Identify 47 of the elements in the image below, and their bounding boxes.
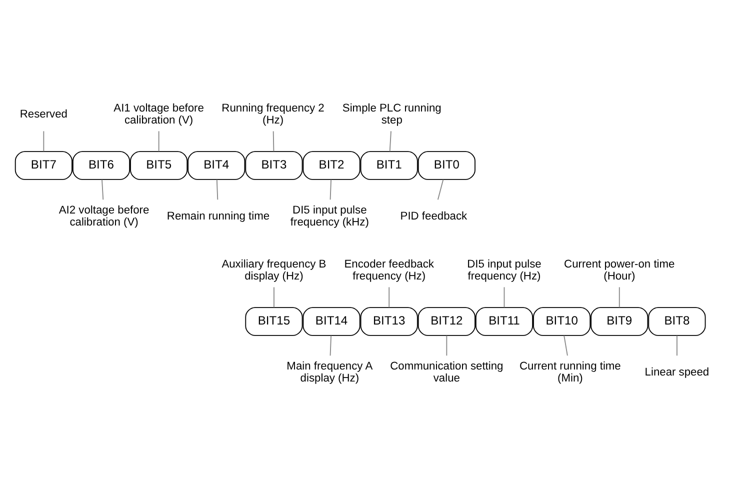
connector [618, 286, 620, 308]
node-text: Running frequency 2 (Hz) [222, 102, 324, 126]
node-box: BIT12 [418, 306, 476, 336]
node-box: BIT2 [302, 150, 360, 180]
node-text: Linear speed [644, 366, 710, 378]
connector [504, 286, 505, 308]
node-box: BIT8 [648, 306, 706, 336]
node-box: BIT10 [533, 306, 591, 336]
node-box: BIT11 [475, 306, 534, 336]
connector [43, 130, 44, 152]
node-text: AI2 voltage before calibration (V) [58, 204, 150, 228]
node-text: Auxiliary frequency B display (Hz) [222, 258, 326, 282]
connector [158, 130, 160, 152]
connector [388, 286, 390, 308]
node-box: BIT5 [130, 150, 188, 180]
node-box: BIT14 [302, 306, 360, 336]
connector [446, 334, 448, 356]
node-text: PID feedback [400, 210, 468, 222]
connector [389, 130, 392, 152]
connector [437, 178, 444, 200]
node-text: Remain running time [166, 210, 270, 222]
node-box: BIT0 [418, 150, 476, 180]
node-text: Main frequency A display (Hz) [286, 360, 373, 384]
node-text: Communication setting value [390, 360, 504, 384]
connector [676, 334, 678, 356]
connector [330, 178, 332, 200]
node-text: Encoder feedback frequency (Hz) [344, 258, 434, 282]
connector [272, 130, 274, 152]
connector [564, 334, 568, 356]
node-box: BIT6 [72, 150, 130, 180]
node-box: BIT15 [245, 306, 303, 336]
node-box: BIT3 [245, 150, 303, 180]
node-box: BIT4 [188, 150, 246, 180]
connector [102, 178, 104, 200]
node-box: BIT9 [590, 306, 648, 336]
node-text: AI1 voltage before calibration (V) [114, 102, 204, 126]
node-box: BIT7 [14, 150, 72, 180]
connector [216, 178, 218, 200]
node-text: Reserved [20, 108, 68, 120]
node-text: Current power-on time (Hour) [564, 258, 675, 282]
node-box: BIT1 [360, 150, 418, 180]
node-box: BIT13 [360, 306, 418, 336]
connector [330, 334, 332, 356]
node-text: DI5 input pulse frequency (Hz) [467, 258, 542, 282]
node-text: DI5 input pulse frequency (kHz) [290, 204, 369, 228]
node-text: Simple PLC running step [342, 102, 442, 126]
node-text: Current running time (Min) [519, 360, 621, 384]
